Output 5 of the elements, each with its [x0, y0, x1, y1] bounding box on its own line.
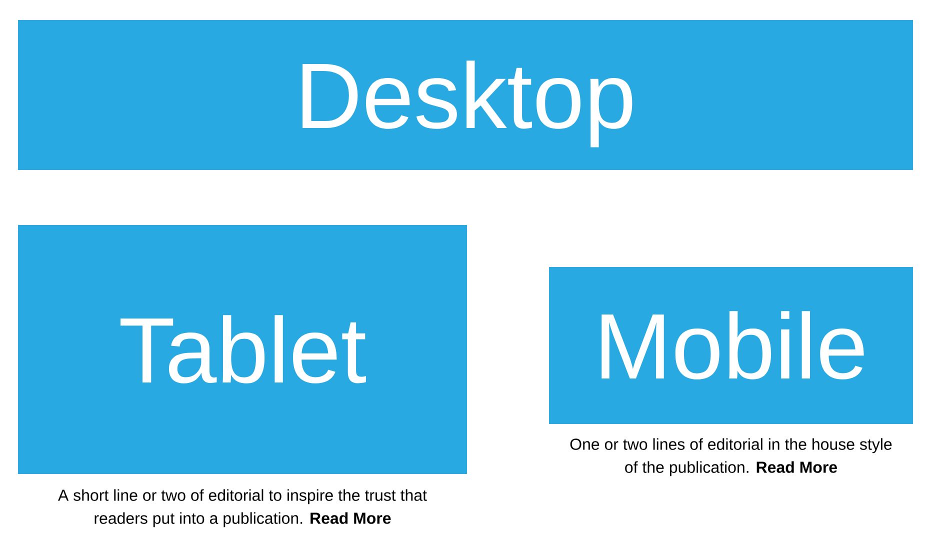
placeholder-box: Mobile — [549, 267, 913, 424]
placeholder-box: Desktop — [18, 20, 913, 170]
placeholder-box: Tablet — [18, 225, 467, 474]
caption-text: A short line or two of editorial to inspire the trust that readers put into a publication. Read More — [58, 489, 427, 528]
caption-text: One or two lines of editorial in the house style of the publication. Read More — [570, 438, 892, 476]
